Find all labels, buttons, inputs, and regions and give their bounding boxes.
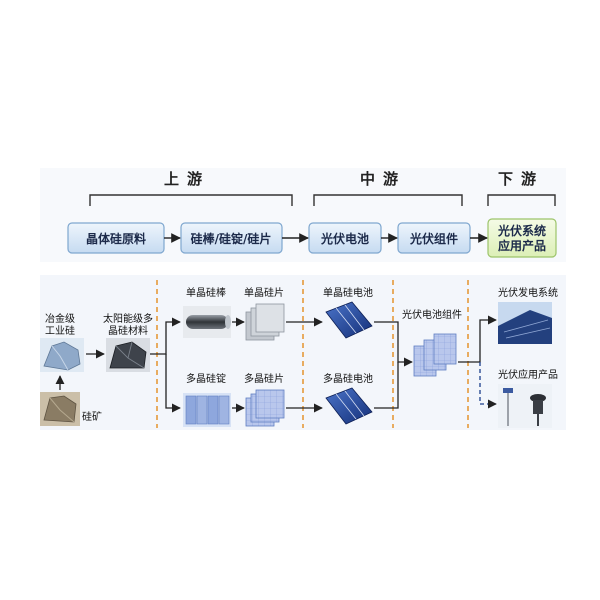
arrow-multi-cell-to-module <box>374 362 399 409</box>
label-pv-module: 光伏电池组件 <box>402 308 462 321</box>
mono-wafer-image <box>245 303 285 341</box>
pv-products-image <box>498 384 552 428</box>
solar-polysilicon-image <box>106 338 150 372</box>
label-metallurgical-si-line2: 工业硅 <box>45 324 75 337</box>
multi-cell-image <box>325 387 373 425</box>
process-box-system-label-line1: 光伏系统 <box>497 223 546 238</box>
label-mono-cell: 单晶硅电池 <box>323 286 373 299</box>
stage-title-downstream: 下游 <box>498 170 544 188</box>
pv-power-system-image <box>498 302 552 344</box>
label-pv-products: 光伏应用产品 <box>498 368 558 381</box>
process-box-cell-label: 光伏电池 <box>320 231 369 246</box>
bracket-midstream <box>313 194 463 206</box>
process-box-system-label-line2: 应用产品 <box>498 238 546 253</box>
label-solar-si-line1: 太阳能级多 <box>103 312 153 325</box>
multi-wafer-image <box>245 389 285 427</box>
mono-cell-image <box>325 301 373 339</box>
process-box-raw-label: 晶体硅原料 <box>86 231 146 246</box>
process-box-wafer: 硅棒/硅锭/硅片 <box>180 222 283 254</box>
label-multi-ingot: 多晶硅锭 <box>186 372 226 385</box>
metallurgical-si-image <box>40 338 84 372</box>
label-metallurgical-si-line1: 冶金级 <box>45 312 75 325</box>
arrow-mono-cell-to-module <box>374 321 413 367</box>
process-box-system: 光伏系统 应用产品 <box>487 218 557 258</box>
label-silica-ore: 硅矿 <box>82 410 102 423</box>
silica-ore-image <box>40 392 80 426</box>
label-pv-power-system: 光伏发电系统 <box>498 286 558 299</box>
label-multi-cell: 多晶硅电池 <box>323 372 373 385</box>
stage-title-upstream: 上游 <box>164 170 210 188</box>
process-box-raw: 晶体硅原料 <box>67 222 165 254</box>
label-multi-wafer: 多晶硅片 <box>244 372 284 385</box>
arrow-module-to-power-system <box>458 315 497 363</box>
process-box-module-label: 光伏组件 <box>409 231 458 246</box>
label-mono-wafer: 单晶硅片 <box>244 286 284 299</box>
label-solar-si-line2: 晶硅材料 <box>108 324 148 337</box>
process-box-wafer-label: 硅棒/硅锭/硅片 <box>191 231 272 246</box>
process-box-cell: 光伏电池 <box>308 222 382 254</box>
pv-module-image <box>413 333 457 377</box>
arrow-solar-to-mono-rod <box>150 317 181 355</box>
mono-rod-image <box>183 306 231 338</box>
arrow-solar-to-multi-ingot <box>165 354 181 413</box>
bracket-downstream <box>487 194 556 206</box>
arrow-module-to-products <box>479 362 497 409</box>
bracket-upstream <box>89 194 293 206</box>
process-box-module: 光伏组件 <box>397 222 471 254</box>
label-mono-rod: 单晶硅棒 <box>186 286 226 299</box>
stage-title-midstream: 中游 <box>360 170 406 188</box>
multi-ingot-image <box>183 393 231 427</box>
